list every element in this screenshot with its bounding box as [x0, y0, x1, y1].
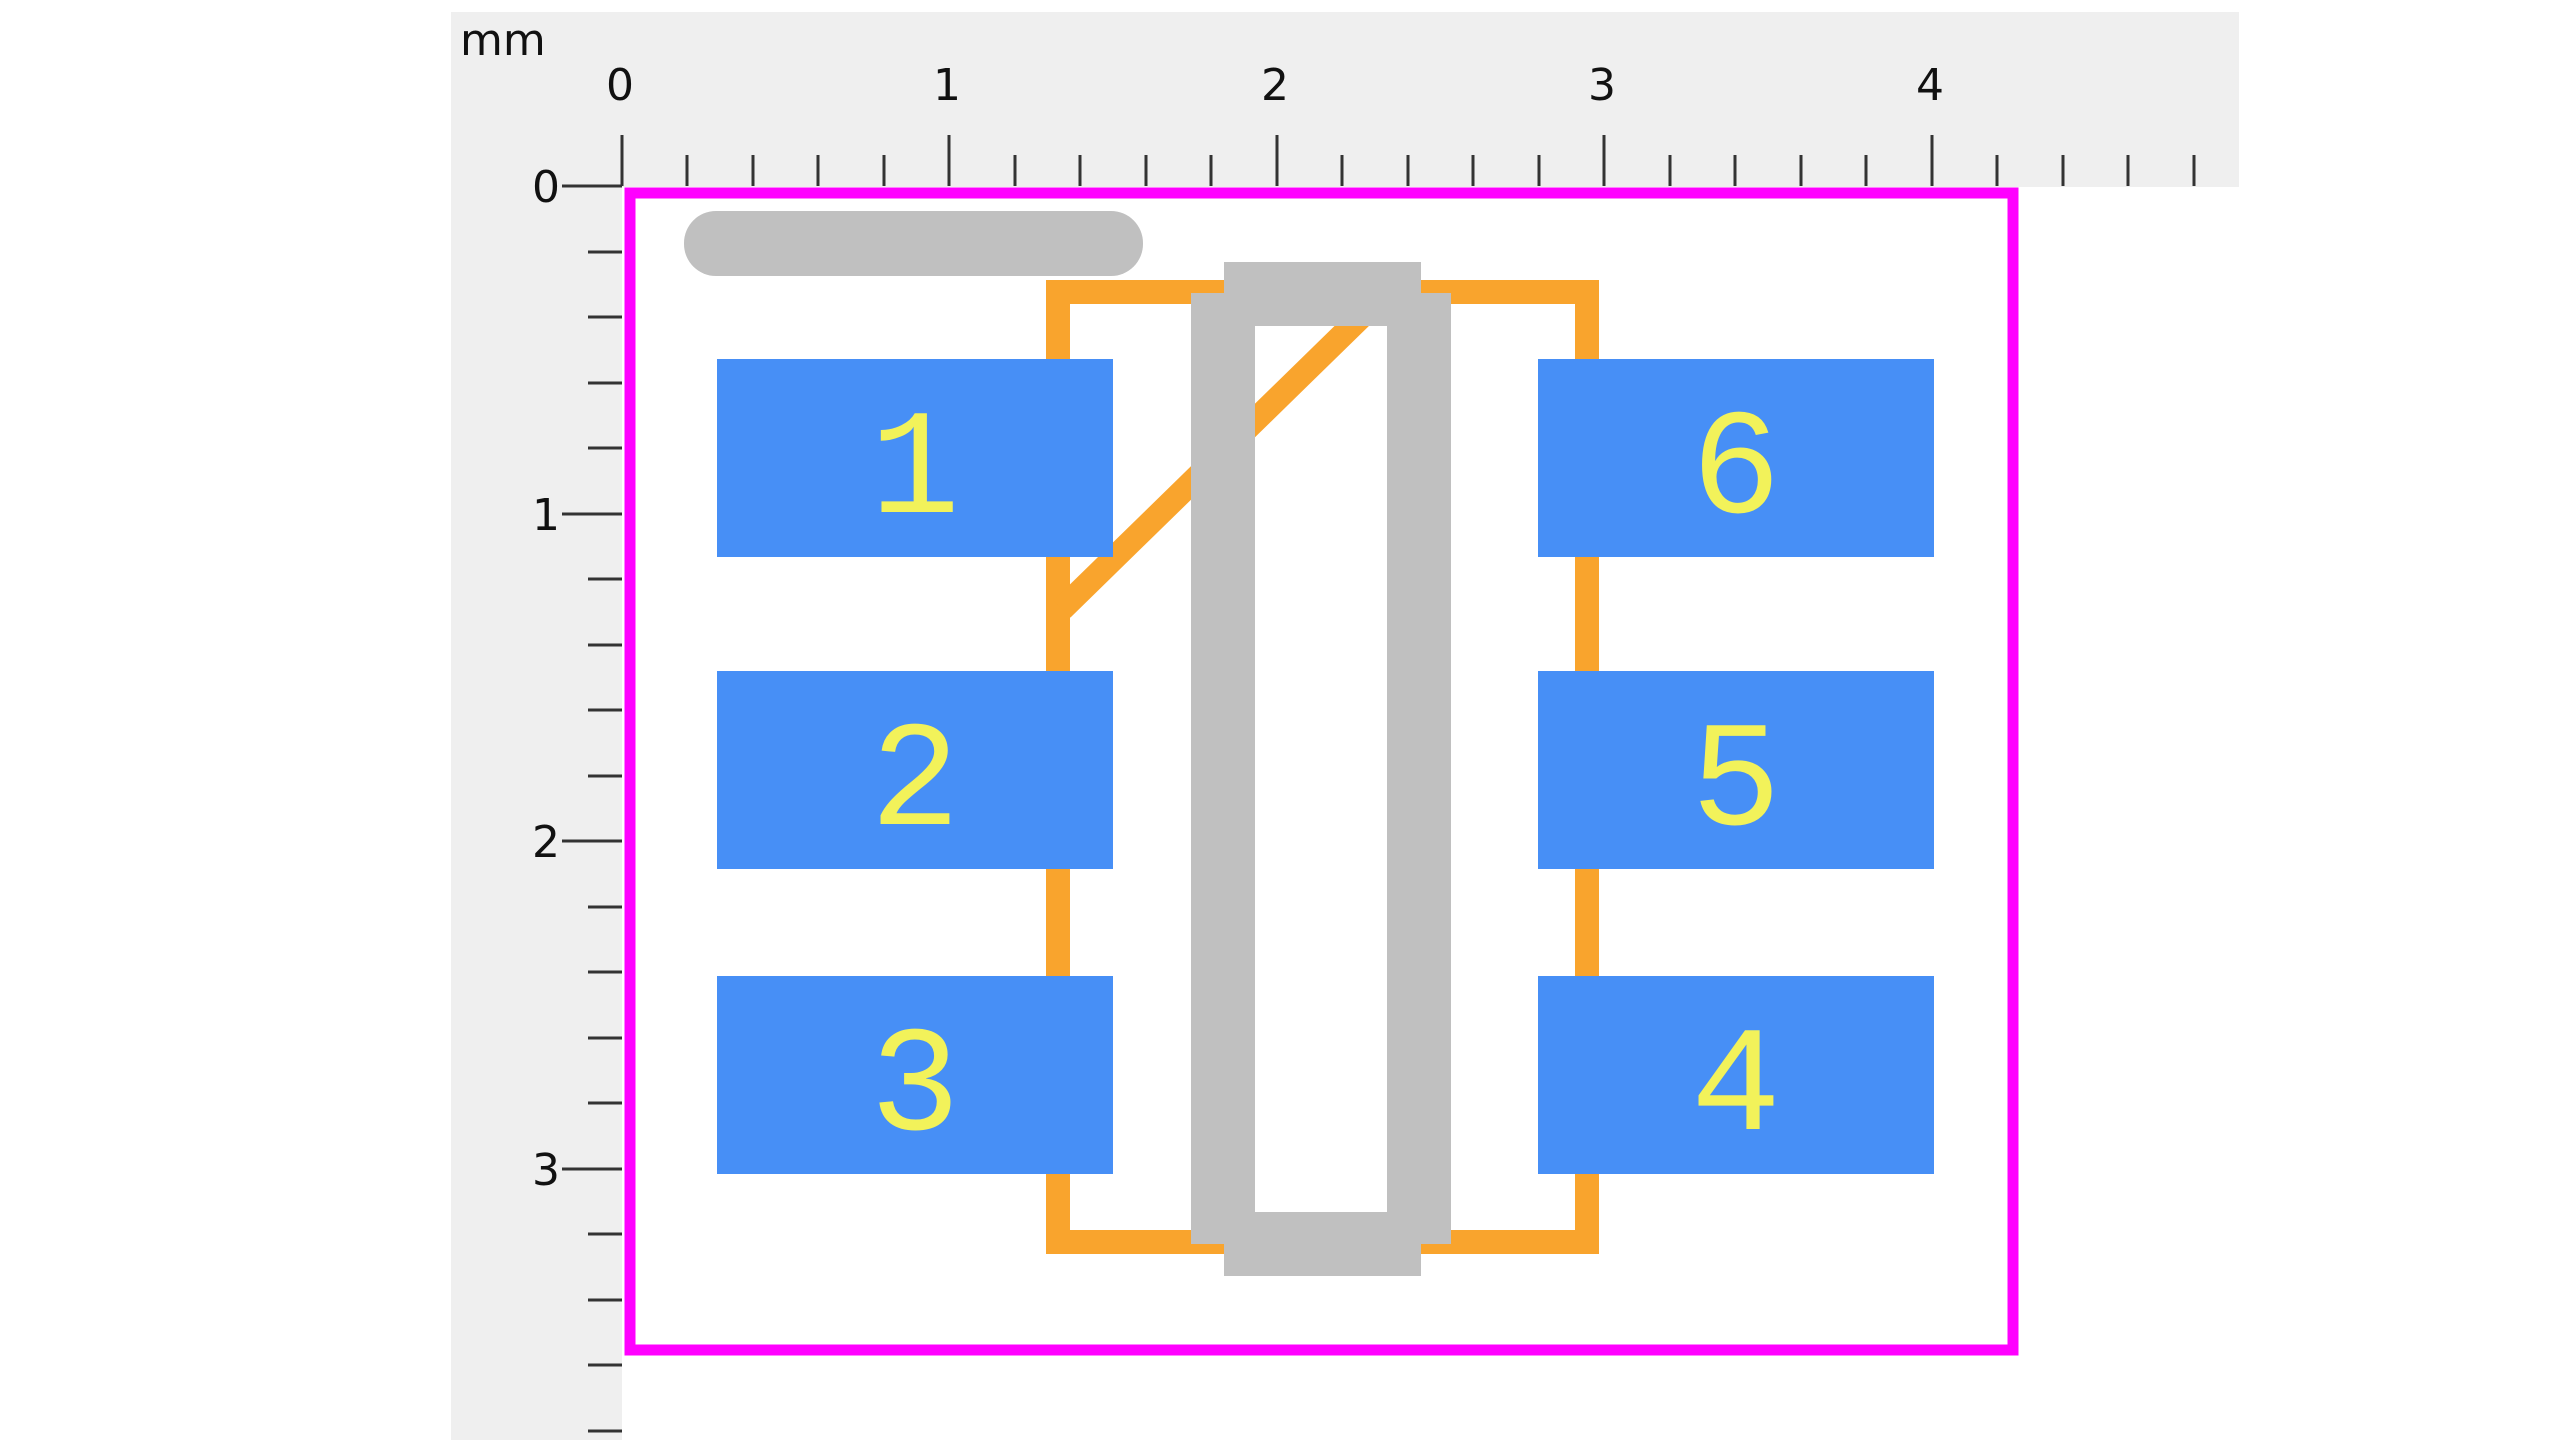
- pad-number: 3: [870, 1005, 960, 1175]
- top-ruler-label: 2: [1261, 60, 1289, 111]
- top-ruler-labels: 0 1 2 3 4: [606, 60, 1944, 111]
- pad-number: 5: [1691, 700, 1781, 870]
- rulers: mm: [451, 12, 2239, 1440]
- pad-4[interactable]: 4: [1538, 976, 1934, 1175]
- left-ruler-background: [451, 12, 622, 1440]
- top-ruler-label: 4: [1916, 60, 1944, 111]
- left-ruler-label: 0: [532, 162, 560, 213]
- left-ruler-labels: 0 1 2 3: [532, 162, 560, 1196]
- unit-label: mm: [460, 15, 546, 66]
- left-ruler-label: 3: [532, 1145, 560, 1196]
- left-ruler-ticks: [562, 135, 624, 1433]
- pads: 1 2 3 6 5 4: [717, 359, 1934, 1175]
- pad-6[interactable]: 6: [1538, 359, 1934, 558]
- left-ruler-label: 2: [532, 817, 560, 868]
- pad-number: 1: [870, 388, 960, 558]
- pad-3[interactable]: 3: [717, 976, 1113, 1175]
- pad-2[interactable]: 2: [717, 671, 1113, 870]
- top-ruler-label: 3: [1588, 60, 1616, 111]
- pin1-marker: [684, 211, 1143, 276]
- left-ruler-label: 1: [532, 490, 560, 541]
- top-ruler-background: [451, 12, 2239, 187]
- pad-number: 2: [870, 700, 960, 870]
- top-ruler-label: 1: [933, 60, 961, 111]
- pad-number: 6: [1691, 388, 1781, 558]
- pad-5[interactable]: 5: [1538, 671, 1934, 870]
- top-ruler-label: 0: [606, 60, 634, 111]
- top-ruler-ticks: [620, 135, 2196, 186]
- pad-number: 4: [1691, 1005, 1781, 1175]
- fab-body-outline: [1191, 262, 1451, 1276]
- pad-1[interactable]: 1: [717, 359, 1113, 558]
